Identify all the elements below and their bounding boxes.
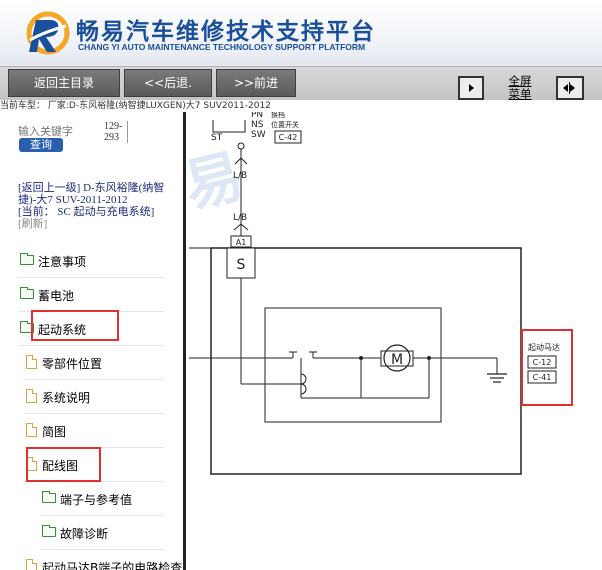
terminal — [237, 142, 245, 150]
vehicle-info: 当前车型： 厂家:D-东风裕隆(纳智捷LUXGEN)大7 SUV2011-201… — [0, 100, 602, 112]
connector-chevron — [234, 157, 248, 165]
result-count-line1: 129- — [104, 121, 123, 132]
search-button[interactable]: 查询 — [19, 138, 63, 152]
starter-motor-box — [210, 247, 522, 475]
arrow-right-icon — [570, 84, 575, 92]
document-icon — [26, 389, 37, 403]
app-subtitle: CHANG YI AUTO MAINTENANCE TECHNOLOGY SUP… — [78, 42, 366, 52]
breadcrumb-current: SC 起动与充电系统] — [57, 206, 155, 218]
home-button[interactable]: 返回主目录 — [8, 69, 120, 97]
connector-c12-label: C-12 — [533, 358, 552, 367]
arrow-left-icon — [563, 84, 568, 92]
wire-label-lb-1: L/B — [233, 171, 247, 181]
document-icon — [26, 559, 37, 570]
connector-chevron — [233, 223, 249, 231]
wiring-diagram: 易 PN NS SW 换档 位置开关 ST C-42 L/B L/B A1 S — [189, 112, 573, 475]
starter-motor-title: 起动马达 — [528, 342, 560, 352]
tree-item-label: 蓄电池 — [38, 289, 75, 303]
tree-item-label: 零部件位置 — [42, 357, 103, 371]
connector-a1 — [230, 235, 252, 248]
connector-c12 — [527, 355, 557, 369]
toolbar: 返回主目录 <<后退. >>前进 — [0, 66, 602, 100]
connector-c42 — [274, 130, 302, 144]
switch-note-2: 位置开关 — [271, 120, 299, 129]
play-right-icon — [469, 84, 474, 92]
tree-item-label: 注意事项 — [38, 255, 87, 269]
connector-c41 — [527, 370, 557, 384]
tree-item-b-terminal-check[interactable]: 起动马达B端子的电路检查 — [24, 550, 183, 570]
wiring-diagram-view: 易 PN NS SW 换档 位置开关 ST C-42 L/B L/B A1 S — [189, 112, 602, 570]
fullscreen-label-line1: 全屏 — [508, 74, 532, 88]
tree-item-label: 起动系统 — [38, 323, 87, 337]
highlight-box-starting-system — [31, 310, 119, 341]
switch-note-1: 换档 — [271, 112, 285, 119]
tree-item-label: 起动马达B端子的电路检查 — [42, 561, 183, 570]
breadcrumb-current-prefix: [当前： — [18, 206, 55, 218]
switch-label-ns: NS — [251, 120, 264, 130]
split-view-button[interactable] — [556, 76, 584, 100]
tree-item-battery[interactable]: 蓄电池 — [18, 278, 164, 312]
tree-item-label: 故障诊断 — [60, 527, 109, 541]
app-title: 畅易汽车维修技术支持平台 — [76, 19, 376, 45]
search-input[interactable] — [18, 124, 102, 138]
breadcrumb: [返回上一级] D-东风裕隆(纳智捷)-大7 SUV-2011-2012 [当前… — [18, 182, 168, 230]
st-label: ST — [211, 133, 223, 143]
tree-item-label: 简图 — [42, 425, 67, 439]
tree-item-component-location[interactable]: 零部件位置 — [24, 346, 164, 380]
refresh-link[interactable]: [刷新] — [18, 218, 48, 230]
tree-item-schematic[interactable]: 简图 — [24, 414, 164, 448]
tree-item-label: 端子与参考值 — [60, 493, 133, 507]
toggle-panel-button[interactable] — [458, 76, 484, 100]
tree-item-starting-system[interactable]: 起动系统 — [18, 312, 164, 346]
switch-outline — [212, 120, 246, 133]
tree-item-diagnosis[interactable]: 故障诊断 — [40, 516, 164, 550]
tree-item-notes[interactable]: 注意事项 — [18, 244, 164, 278]
coil-symbol — [300, 373, 307, 395]
folder-icon — [20, 253, 34, 265]
cy-logo-icon — [26, 11, 70, 55]
tree-item-label: 配线图 — [42, 459, 79, 473]
forward-button[interactable]: >>前进 — [216, 69, 296, 97]
fullscreen-label-line2: 菜单 — [508, 87, 532, 101]
solenoid-box — [264, 307, 442, 423]
result-count-line2: 293 — [104, 132, 119, 143]
document-icon — [26, 355, 37, 369]
folder-icon — [20, 287, 34, 299]
app-header: 畅易汽车维修技术支持平台 CHANG YI AUTO MAINTENANCE T… — [0, 0, 602, 66]
highlight-box-starter — [521, 329, 573, 406]
connector-c41-label: C-41 — [533, 373, 552, 382]
motor-label: M — [391, 352, 403, 368]
folder-icon — [20, 321, 34, 333]
result-count: 129- 293 — [104, 121, 128, 143]
wire-label-lb-2: L/B — [233, 213, 247, 223]
connector-c42-label: C-42 — [279, 133, 298, 142]
connector-a1-label: A1 — [236, 238, 247, 247]
document-icon — [26, 423, 37, 437]
back-button[interactable]: <<后退. — [124, 69, 212, 97]
sidebar: 查询 129- 293 [返回上一级] D-东风裕隆(纳智捷)-大7 SUV-2… — [0, 112, 186, 570]
switch-label-sw: SW — [251, 130, 266, 140]
tree-item-label: 系统说明 — [42, 391, 91, 405]
folder-icon — [42, 525, 56, 537]
back-level-link[interactable]: [返回上一级] — [18, 182, 81, 194]
tree-item-terminals[interactable]: 端子与参考值 — [40, 482, 164, 516]
s-terminal-label: S — [237, 257, 246, 273]
switch-label-pn: PN — [251, 112, 263, 120]
highlight-box-wiring-diagram — [26, 447, 101, 482]
breadcrumb-parent: D-东风裕隆(纳智捷)-大7 SUV-2011-2012 — [18, 182, 165, 206]
fullscreen-menu-link[interactable]: 全屏 菜单 — [500, 75, 540, 101]
folder-icon — [42, 491, 56, 503]
tree-item-system-description[interactable]: 系统说明 — [24, 380, 164, 414]
divider-icon — [569, 82, 570, 94]
